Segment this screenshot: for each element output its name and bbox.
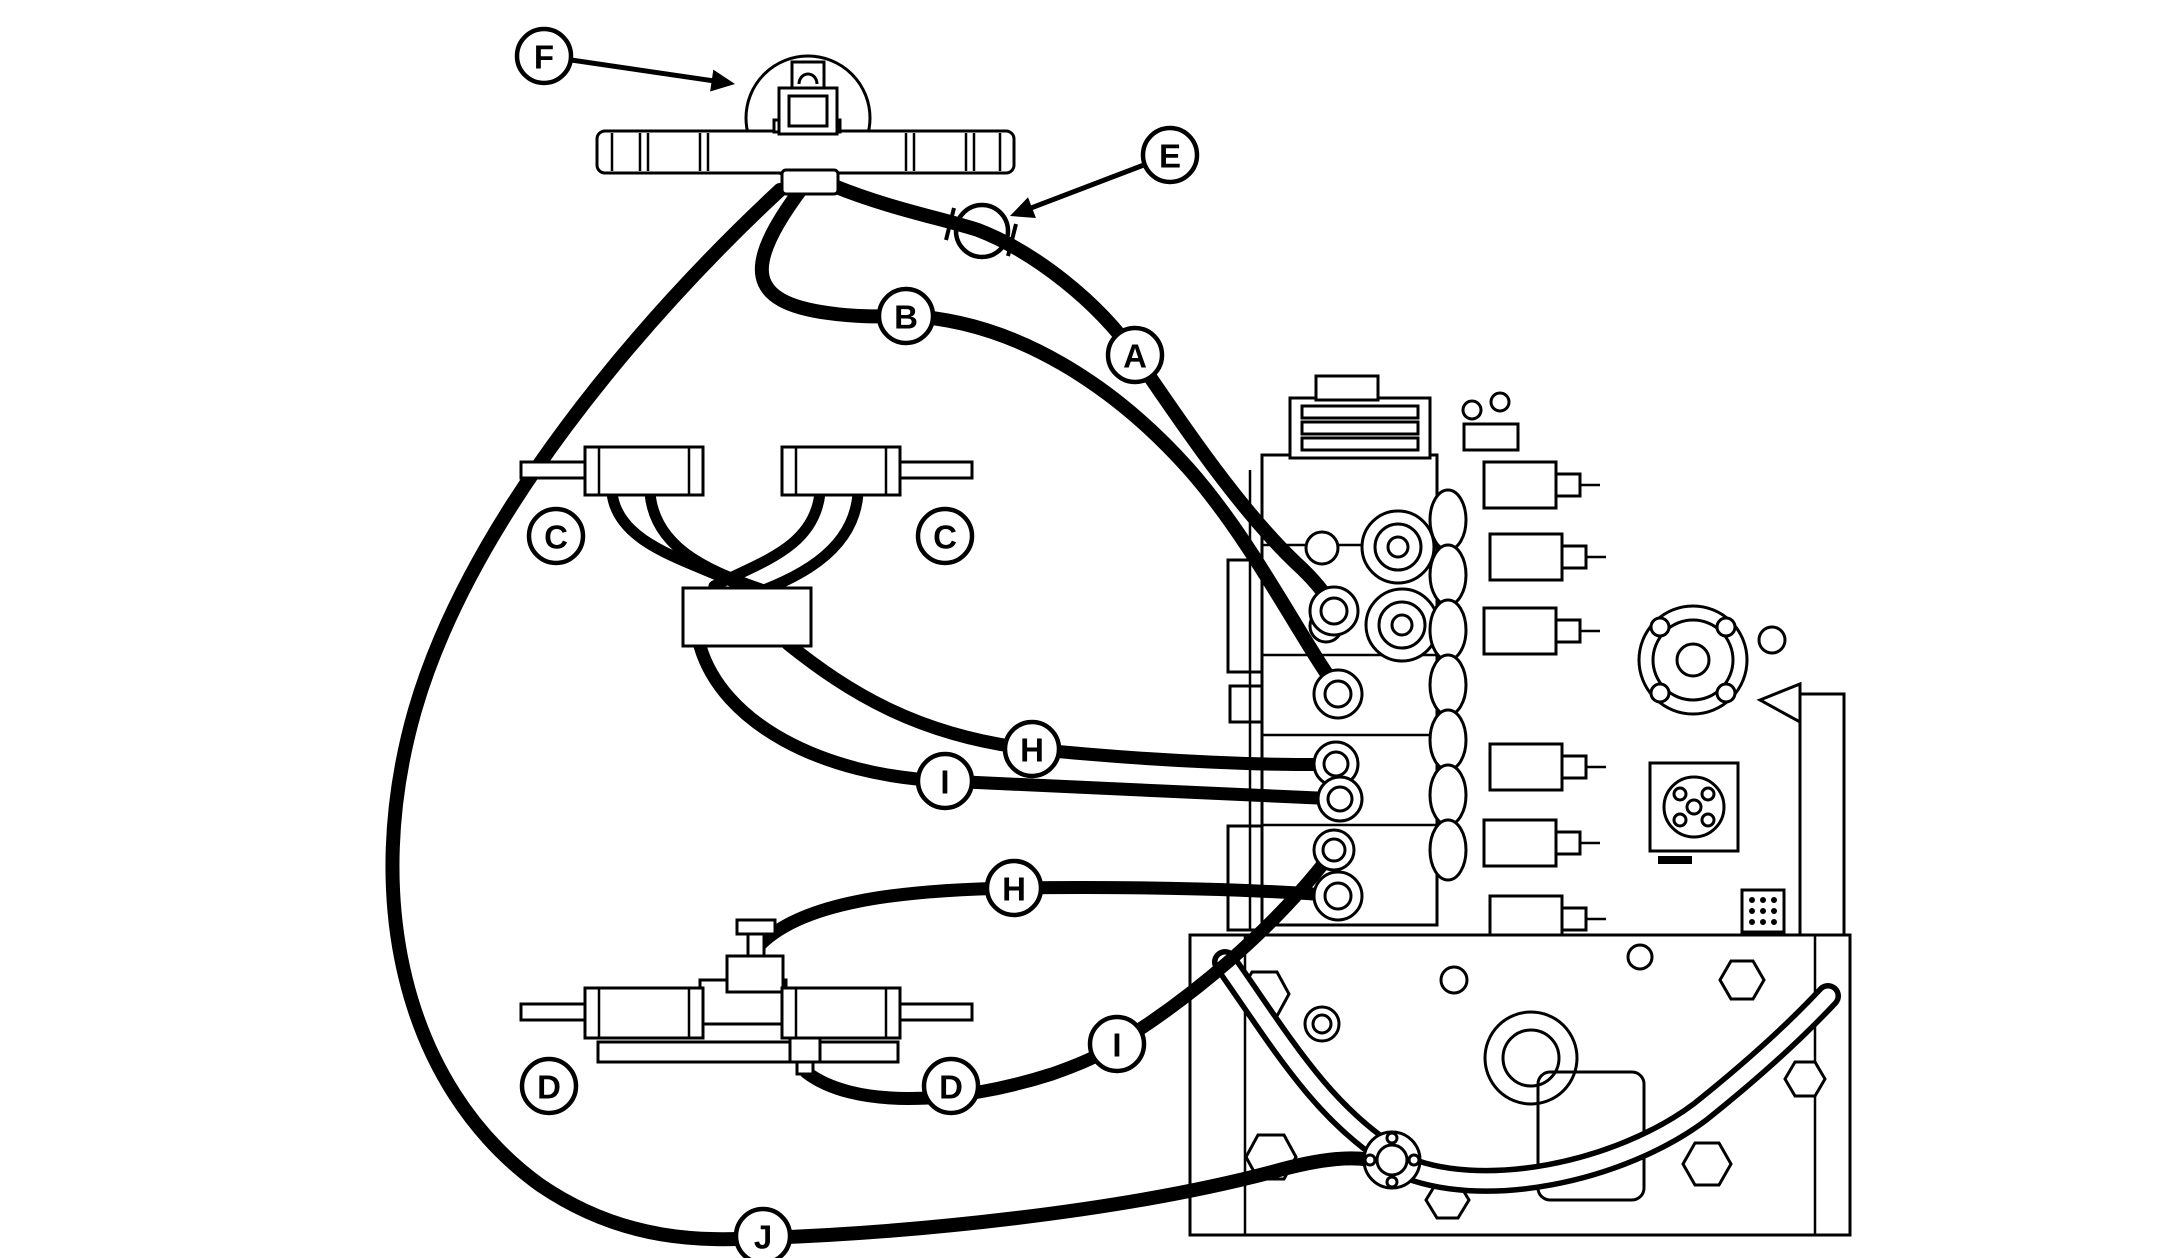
component-c-assembly [519, 445, 974, 648]
callout-circle [514, 26, 574, 86]
hose-j [385, 183, 1389, 1247]
cylinder-d-left [583, 986, 705, 1040]
rod-left [519, 460, 587, 480]
solenoid [1488, 532, 1606, 582]
callout-letter: I [940, 764, 949, 801]
callout-letter: H [1002, 871, 1026, 908]
bottom-fitting [1362, 1130, 1422, 1190]
rod-right [898, 460, 974, 480]
outlined-tube-right [1385, 983, 1841, 1194]
callout-I-lower: I [1087, 1014, 1147, 1074]
callout-letter: C [933, 519, 957, 556]
callout-H-lower: H [984, 858, 1044, 918]
callout-circle [915, 751, 975, 811]
callout-letter: J [754, 1219, 772, 1256]
callout-F: F [514, 26, 735, 92]
cylinder-c-right [780, 445, 902, 497]
callout-leader-line [543, 53, 720, 85]
callout-letter: H [1020, 732, 1044, 769]
callout-circle [921, 1056, 981, 1116]
tee-body [725, 954, 785, 994]
inline-coupler [944, 202, 1018, 260]
top-clamp [790, 60, 826, 90]
tee-cap [735, 918, 777, 936]
callout-C-right: C [915, 506, 975, 566]
callouts-layer: F E B A C C H I H I D D J [514, 26, 1200, 1258]
callout-E: E [1010, 125, 1200, 218]
callout-arrowhead [710, 69, 735, 92]
cylinder-d-right [780, 986, 902, 1040]
speckle-grid [1749, 897, 1777, 925]
bottom-port [788, 1036, 822, 1064]
callout-letter: F [534, 39, 554, 76]
cylinder-c-left [583, 445, 705, 497]
callout-A: A [1105, 325, 1165, 385]
round-flange [1637, 604, 1749, 716]
manifold-block [681, 586, 813, 648]
bar-hatch-marks [610, 133, 1002, 171]
callout-circle [519, 1056, 579, 1116]
callout-letter: A [1123, 338, 1147, 375]
callout-B: B [876, 286, 936, 346]
callout-circle [1140, 125, 1200, 185]
callout-letter: D [537, 1069, 561, 1106]
callout-D-right: D [921, 1056, 981, 1116]
cross-bar [596, 1040, 900, 1064]
callout-J: J [733, 1206, 793, 1258]
outlined-tube-left [1212, 949, 1405, 1169]
solenoid [1482, 460, 1600, 510]
link-chain [1428, 488, 1468, 882]
callout-C-left: C [526, 506, 586, 566]
connector-plate [1648, 761, 1740, 864]
bottom-port-nub [795, 1060, 815, 1076]
rod-left [519, 1002, 587, 1022]
callout-circle [526, 506, 586, 566]
component-d-assembly [519, 918, 974, 1076]
hose-tab [780, 168, 840, 196]
callout-circle [733, 1206, 793, 1258]
component-f-assembly [595, 54, 1016, 196]
callout-circle [1105, 325, 1165, 385]
callout-letter: E [1159, 138, 1181, 175]
callout-circle [876, 286, 936, 346]
callout-circle [1002, 719, 1062, 779]
engine-left-brackets [1226, 470, 1266, 932]
rod-right [898, 1002, 974, 1022]
callout-D-left: D [519, 1056, 579, 1116]
callout-circle [915, 506, 975, 566]
callout-letter: C [544, 519, 568, 556]
label-smudge [1658, 856, 1692, 864]
hose-b [754, 181, 1345, 697]
solenoid-bank [1482, 460, 1606, 944]
callout-I-upper: I [915, 751, 975, 811]
callout-H-upper: H [1002, 719, 1062, 779]
engine-valve-assembly [1188, 374, 1852, 1237]
solenoid [1482, 818, 1600, 868]
callout-circle [1087, 1014, 1147, 1074]
callout-circle [984, 858, 1044, 918]
tee-stem [746, 932, 766, 960]
callout-letter: D [939, 1069, 963, 1106]
callout-letter: B [894, 299, 918, 336]
callout-letter: I [1112, 1027, 1121, 1064]
solenoid [1488, 742, 1606, 792]
valve-ports [1308, 585, 1364, 922]
solenoid [1482, 606, 1600, 656]
callout-arrowhead [1010, 197, 1036, 218]
engine-base [1188, 933, 1852, 1237]
cylinder-bar [595, 129, 1016, 175]
